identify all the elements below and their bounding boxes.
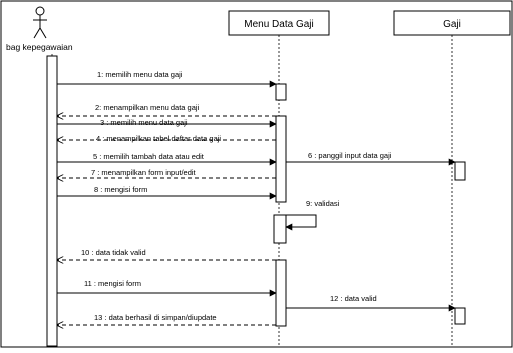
message-9-arrow: [285, 214, 317, 231]
message-12-label: 12 : data valid: [330, 294, 377, 303]
activation-menu-1: [275, 83, 287, 101]
message-5-label: 5 : memilih tambah data atau edit: [93, 152, 205, 161]
participant-box-gaji: [393, 10, 511, 36]
actor-figure: [33, 6, 47, 39]
message-4-label: 4 : menampilkan tabel daftar data gaji: [96, 134, 221, 143]
messages-group: 1: memilih menu data gaji 2: menampilkan …: [57, 70, 456, 325]
message-3-label: 3 : memilih menu data gaji: [100, 118, 188, 127]
actor-label: bag kepegawaian: [6, 42, 73, 52]
activation-actor: [46, 55, 58, 347]
message-1-label: 1: memilih menu data gaji: [97, 70, 183, 79]
activation-menu-3: [275, 259, 287, 327]
message-11-label: 11 : mengisi form: [84, 279, 141, 288]
activation-menu-self: [273, 214, 287, 244]
activation-gaji-2: [454, 307, 466, 325]
activation-gaji-1: [454, 161, 466, 181]
message-13-label: 13 : data berhasil di simpan/diupdate: [94, 313, 217, 322]
activation-menu-2: [275, 115, 287, 203]
message-8-label: 8 : mengisi form: [94, 185, 147, 194]
message-2-label: 2: menampilkan menu data gaji: [95, 103, 200, 112]
message-6-label: 6 : panggil input data gaji: [308, 151, 392, 160]
participant-box-menu-data-gaji: [228, 10, 330, 36]
message-10-label: 10 : data tidak valid: [81, 248, 146, 257]
message-9-label: 9: validasi: [306, 199, 340, 208]
participant-label-gaji: Gaji: [443, 19, 461, 30]
message-7-label: 7 : menampilkan form input/edit: [91, 168, 197, 177]
participant-label-menu-data-gaji: Menu Data Gaji: [244, 19, 313, 30]
